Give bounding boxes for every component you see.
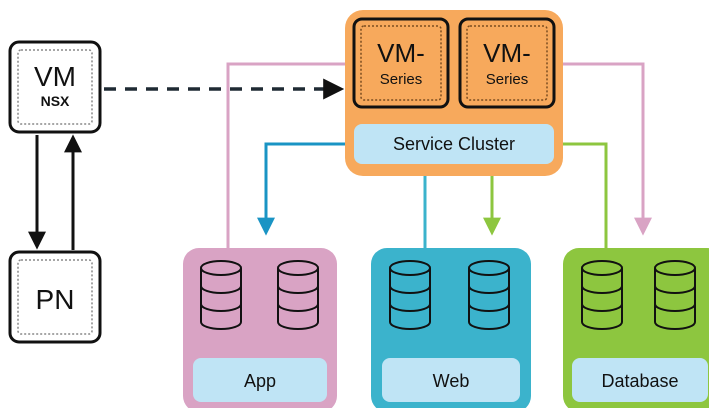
tier-database-label: Database	[601, 371, 678, 391]
vm-node-subtitle: NSX	[41, 93, 70, 109]
cluster-to-app-arrow	[257, 142, 348, 236]
firewall-1-line2: Series	[380, 71, 423, 88]
pn-node: PN	[8, 250, 102, 344]
tier-web-label: Web	[433, 371, 470, 391]
firewall-1-line1: VM-	[377, 38, 425, 68]
database-to-cluster-line	[562, 142, 608, 250]
firewall-2-line1: VM-	[483, 38, 531, 68]
app-to-cluster-line	[226, 62, 348, 250]
cluster-to-database-arrow	[562, 62, 652, 236]
vm-node-title: VM	[34, 61, 76, 92]
pn-node-title: PN	[36, 284, 75, 315]
service-cluster: VM- Series VM- Series Service Cluster	[345, 10, 563, 176]
vm-series-firewall-1: VM- Series	[352, 17, 450, 109]
tier-web: Web	[371, 248, 531, 408]
tier-database: Database	[563, 248, 709, 408]
service-cluster-label: Service Cluster	[393, 134, 515, 154]
firewall-2-line2: Series	[486, 71, 529, 88]
tier-app-label: App	[244, 371, 276, 391]
vm-series-firewall-2: VM- Series	[458, 17, 556, 109]
vm-nsx-node: VM NSX	[8, 40, 102, 134]
tier-app: App	[183, 248, 337, 408]
service-cluster-label-box	[354, 124, 554, 164]
